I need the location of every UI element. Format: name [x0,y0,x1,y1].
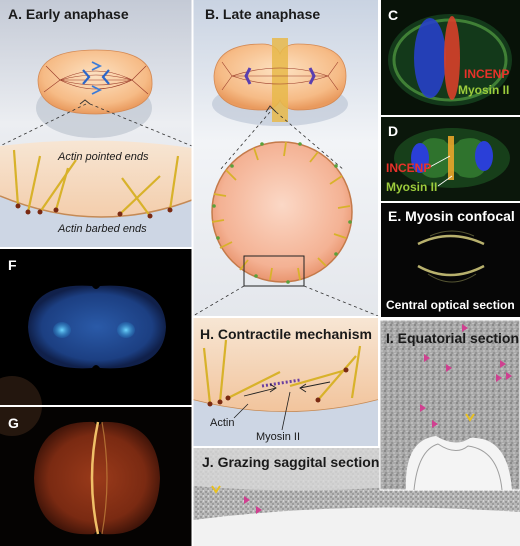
cleavage-furrow-g [90,421,100,535]
panel-a: A. Early anaphase Actin pointed ends Ac [0,0,193,247]
panel-i: I. Equatorial section [379,319,520,491]
myosin-filament-h [261,378,301,388]
panel-e: E. Myosin confocal Central optical secti… [381,203,520,317]
cell-cross-section [211,141,353,283]
myosin-arc-top [417,234,485,246]
actin-filaments-h [202,339,362,405]
embryo-g [34,421,160,535]
label-myosin-c: Myosin II [458,83,509,97]
label-actin-barbed-ends: Actin barbed ends [57,223,147,235]
grazing-section-lumen [193,507,520,546]
myosin-arc-bottom [417,264,485,277]
panel-g: G [0,376,192,546]
incenp-signal-c [444,16,460,100]
panel-j-title: J. Grazing saggital section [202,454,379,470]
panel-f-letter: F [8,257,17,273]
panel-b-title: B. Late anaphase [205,6,320,22]
cell-early-anaphase [37,49,153,115]
arrowheads-i [420,324,512,428]
panel-f: F [0,249,192,405]
chromatin-d-left [411,143,429,173]
label-incenp-c: INCENP [464,67,509,81]
panel-e-title: E. Myosin confocal [388,208,515,224]
panel-i-title: I. Equatorial section [386,330,519,346]
label-incenp-d: INCENP [386,161,431,175]
actin-filaments-a [12,149,180,217]
cortical-actin-b [211,141,351,281]
label-myosin-h: Myosin II [256,431,300,443]
panel-g-letter: G [8,415,19,431]
panel-d: D INCENP Myosin II [381,117,520,201]
contractile-ring [272,38,288,122]
panel-d-letter: D [388,123,398,139]
nucleus-f-right [117,322,135,338]
chromosomes-b [244,67,316,85]
incenp-signal-d [448,136,454,180]
panel-c-letter: C [388,7,398,23]
panel-e-background [381,203,520,317]
panel-a-title: A. Early anaphase [8,6,129,22]
label-actin-h: Actin [210,417,234,429]
equatorial-furrow [405,436,512,490]
chromatin-c [414,18,446,98]
zoom-box-b [243,255,305,287]
arrowheads-j [244,496,262,514]
chromatin-d-right [475,141,493,171]
panel-h: H. Contractile mechanism Actin Myosin II [192,318,379,446]
chromosomes-a [82,69,110,85]
panel-h-title: H. Contractile mechanism [200,326,372,342]
panel-b: B. Late anaphase [192,0,379,317]
panel-c: C INCENP Myosin II [381,0,520,115]
label-myosin-d: Myosin II [386,180,437,194]
embryo-f [28,285,166,369]
nucleus-f-left [53,322,71,338]
panel-e-caption: Central optical section [386,298,515,312]
label-actin-pointed-ends: Actin pointed ends [57,151,149,163]
